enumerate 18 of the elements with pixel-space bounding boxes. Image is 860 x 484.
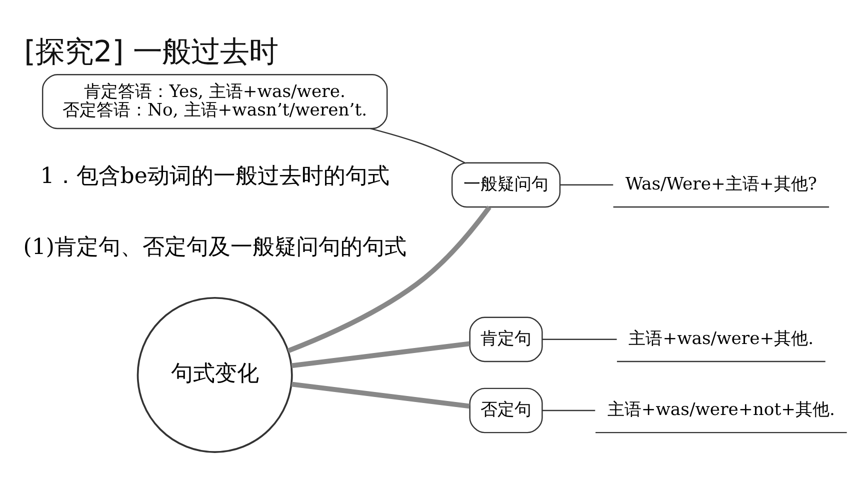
node-box: 肯定句 (469, 316, 543, 362)
label: (1)肯定句、否定句及一般疑问句的句式 (23, 234, 406, 260)
node-box: 一般疑问句 (451, 162, 561, 208)
diagram-title: [探究2] 一般过去时 (24, 34, 278, 68)
connector (287, 205, 492, 353)
connector (291, 340, 470, 368)
connector (542, 409, 596, 411)
node-text: 主语+was/were+其他. (628, 328, 814, 348)
node-circle: 句式变化 (136, 296, 293, 452)
node-text: Was/Were+主语+其他? (625, 174, 817, 194)
node-text: 主语+was/were+not+其他. (607, 400, 835, 420)
node-box: 肯定答语：Yes, 主语+was/were. 否定答语：No, 主语+wasn’t/weren’t. (42, 73, 388, 129)
connector (560, 184, 614, 186)
connector (291, 381, 470, 408)
connector (542, 338, 617, 340)
label: 1．包含be动词的一般过去时的句式 (40, 163, 390, 188)
connector (370, 127, 466, 163)
node-box: 否定句 (469, 387, 543, 433)
